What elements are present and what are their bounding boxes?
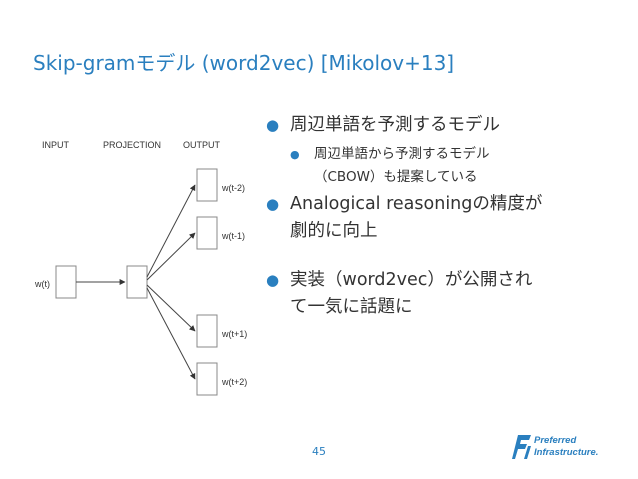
bullet-text-line-1: Analogical reasoningの精度が [290, 194, 543, 214]
sub-bullet-text-line-2: （CBOW）も提案している [314, 169, 478, 185]
logo-text: Preferred Infrastructure. [534, 435, 598, 459]
bullet-text-line-2: て一気に話題に [290, 297, 413, 317]
sub-bullet-item-1: ● 周辺単語から予測するモデル （CBOW）も提案している [262, 143, 632, 189]
header-input: INPUT [42, 140, 70, 150]
company-logo: Preferred Infrastructure. [512, 433, 630, 463]
bullet-text-line-1: 実装（word2vec）が公開され [290, 270, 533, 290]
bullet-item-1: ● 周辺単語を予測するモデル [262, 112, 632, 139]
header-projection: PROJECTION [103, 140, 161, 150]
bullet-dot-icon: ● [266, 195, 280, 213]
output-label-3: w(t+1) [221, 329, 247, 339]
sub-bullet-text-line-1: 周辺単語から予測するモデル [314, 146, 490, 162]
input-label: w(t) [34, 279, 50, 289]
arrow-to-output-1 [146, 184, 196, 278]
pfi-logo-mark-icon [512, 435, 531, 459]
projection-node [126, 265, 148, 299]
arrow-to-output-2 [146, 232, 196, 281]
slide-title: Skip-gramモデル (word2vec) [Mikolov+13] [33, 51, 455, 75]
bullet-list: ● 周辺単語を予測するモデル ● 周辺単語から予測するモデル （CBOW）も提案… [262, 112, 632, 325]
output-label-4: w(t+2) [221, 377, 247, 387]
logo-text-line-2: Infrastructure. [534, 447, 599, 458]
bullet-item-2: ● Analogical reasoningの精度が 劇的に向上 [262, 191, 632, 245]
input-node [55, 265, 77, 299]
output-node-1 [196, 168, 218, 202]
bullet-text: 周辺単語を予測するモデル [290, 115, 500, 135]
bullet-item-3: ● 実装（word2vec）が公開され て一気に話題に [262, 267, 632, 321]
bullet-dot-icon: ● [290, 148, 300, 161]
page-number: 45 [312, 445, 326, 458]
output-node-2 [196, 216, 218, 250]
output-label-2: w(t-1) [221, 231, 245, 241]
arrow-to-output-3 [146, 284, 196, 332]
output-label-1: w(t-2) [221, 183, 245, 193]
output-node-4 [196, 362, 218, 396]
bullet-text-line-2: 劇的に向上 [290, 221, 378, 241]
bullet-dot-icon: ● [266, 116, 280, 134]
header-output: OUTPUT [183, 140, 221, 150]
logo-text-line-1: Preferred [534, 435, 577, 446]
skip-gram-diagram: INPUT PROJECTION OUTPUT w(t) w(t-2) w(t-… [34, 140, 247, 396]
arrow-to-output-4 [146, 287, 196, 380]
output-node-3 [196, 314, 218, 348]
bullet-dot-icon: ● [266, 271, 280, 289]
